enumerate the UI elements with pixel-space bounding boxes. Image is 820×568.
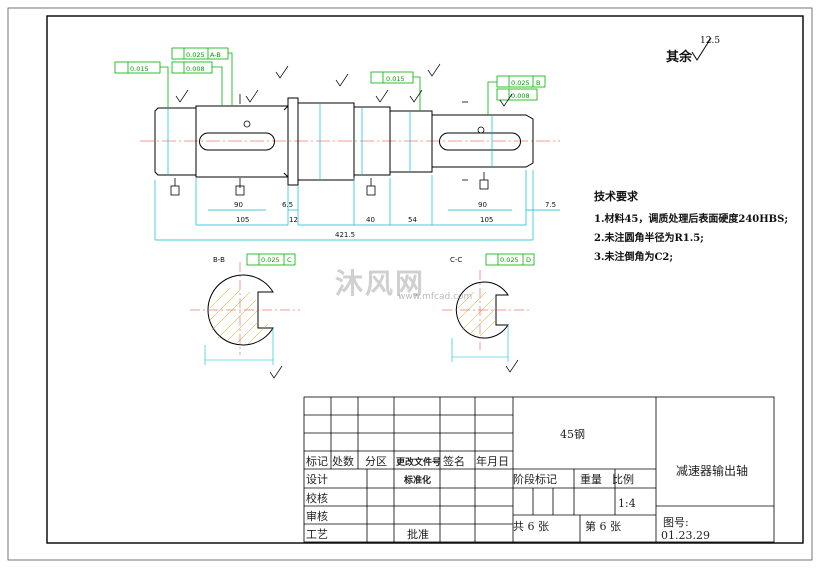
scale-label: 比例 [612,473,634,486]
header-zone: 分区 [365,455,387,468]
dimension-lines [154,103,560,241]
svg-text:7.5: 7.5 [545,201,556,209]
title-block-grid [303,396,775,543]
section-label-c: C-C [450,256,462,264]
section-markers [170,94,489,196]
header-date: 年月日 [476,455,509,468]
role-review: 审核 [306,510,328,523]
roughness-marks [175,63,519,379]
role-design: 设计 [306,473,328,486]
svg-text:12: 12 [289,216,298,224]
svg-text:105: 105 [236,216,249,224]
svg-text:0.025: 0.025 [511,79,530,87]
surface-finish-note: 其余 [666,50,693,65]
tech-req-item: 3.未注倒角为C2; [594,252,674,263]
drawing-no-label: 图号: [663,516,689,529]
svg-text:90: 90 [234,201,243,209]
svg-text:0.025: 0.025 [261,256,280,264]
material-label: 45钢 [560,428,585,441]
header-signature: 签名 [443,455,465,468]
weight-label: 重量 [580,473,602,486]
tech-req-item: 1.材料45，调质处理后表面硬度240HBS; [594,214,789,225]
svg-text:0.008: 0.008 [186,65,205,73]
svg-text:6.5: 6.5 [282,201,293,209]
header-count: 处数 [332,455,354,468]
drawing-no: 01.23.29 [661,529,710,542]
surface-finish-symbol [691,37,712,61]
section-b-b [190,262,300,365]
outer-border [7,7,813,561]
svg-text:40: 40 [366,216,375,224]
svg-text:105: 105 [480,216,493,224]
watermark-logo-text: 沐风网 [335,267,426,300]
role-check: 校核 [306,492,328,505]
svg-text:421.5: 421.5 [335,231,355,239]
watermark-url: www.mfcad.com [398,292,473,302]
stage-mark-label: 阶段标记 [513,473,557,486]
role-process: 工艺 [306,528,328,541]
svg-text:54: 54 [408,216,417,224]
surface-finish-value: 12.5 [700,36,721,46]
part-name: 减速器输出轴 [676,464,749,478]
scale-value: 1:4 [618,497,636,510]
role-standard: 标准化 [404,476,432,486]
shaft-main-view [140,97,560,186]
tolerance-frames [114,47,546,266]
tech-requirements: 技术要求 1.材料45，调质处理后表面硬度240HBS; 2.未注圆角半径为R1… [594,188,788,263]
svg-text:0.025: 0.025 [500,256,519,264]
role-approve: 批准 [407,528,429,541]
sheet-number: 第 6 张 [585,520,621,533]
svg-text:0.008: 0.008 [511,92,530,100]
sheets-total: 共 6 张 [513,520,549,533]
svg-text:C: C [287,256,292,264]
tech-requirements-title: 技术要求 [594,190,638,203]
section-label-b: B-B [213,256,225,264]
center-marks [243,120,485,134]
dimension-texts: 90 105 6.5 12 40 54 90 105 7.5 421.5 [234,201,556,239]
tech-req-item: 2.未注圆角半径为R1.5; [594,233,704,244]
svg-text:D: D [526,256,531,264]
svg-text:0.025: 0.025 [186,51,205,59]
header-mark: 标记 [306,455,328,468]
section-c-c [442,270,530,362]
svg-text:A-B: A-B [210,51,221,59]
svg-text:B: B [536,79,540,87]
svg-text:0.015: 0.015 [386,75,405,83]
svg-text:90: 90 [478,201,487,209]
svg-text:0.015: 0.015 [130,65,149,73]
tolerance-texts: 0.015 0.025 A-B 0.008 0.015 0.025 B 0.00… [130,51,540,264]
header-change-doc: 更改文件号 [396,458,442,468]
inner-frame [46,15,804,544]
